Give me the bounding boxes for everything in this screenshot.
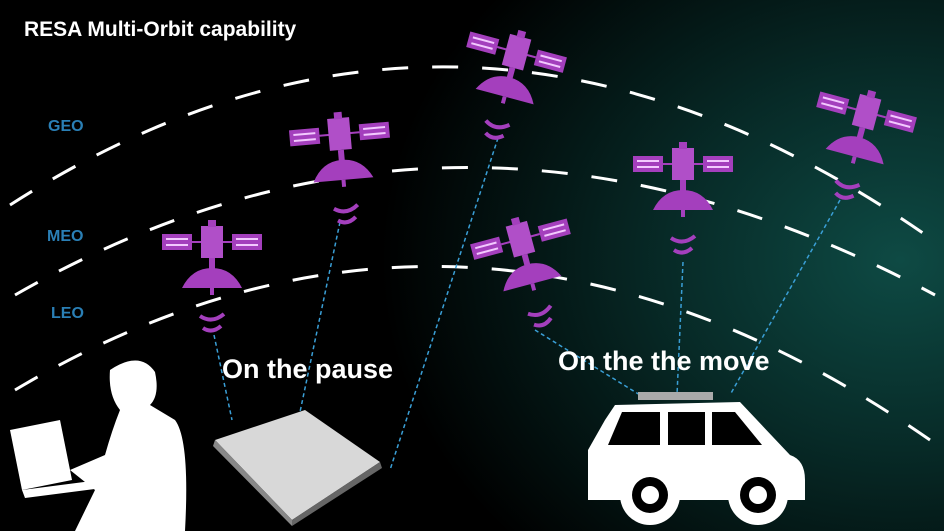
meo-orbit xyxy=(14,166,936,297)
meo-label: MEO xyxy=(47,228,84,245)
geo-orbit xyxy=(9,65,941,247)
satellite-icon xyxy=(285,105,400,229)
satellite-icon xyxy=(160,218,264,333)
satellite-icon xyxy=(464,203,594,340)
link-lines xyxy=(213,137,841,471)
car-icon xyxy=(588,392,805,525)
leo-label: LEO xyxy=(51,305,84,322)
on-the-pause-caption: On the pause xyxy=(222,354,394,384)
orbit-paths xyxy=(9,65,941,442)
satellite-icon xyxy=(631,140,735,255)
geo-label: GEO xyxy=(48,118,84,135)
leo-orbit xyxy=(14,264,931,442)
satellite-icon xyxy=(793,76,923,213)
person-laptop-icon xyxy=(10,360,187,531)
page-title: RESA Multi-Orbit capability xyxy=(24,18,297,41)
terminal-device-icon xyxy=(213,410,382,526)
satellite-icons xyxy=(160,16,923,340)
on-the-move-caption: On the the move xyxy=(558,346,770,376)
satellite-icon xyxy=(443,16,573,153)
